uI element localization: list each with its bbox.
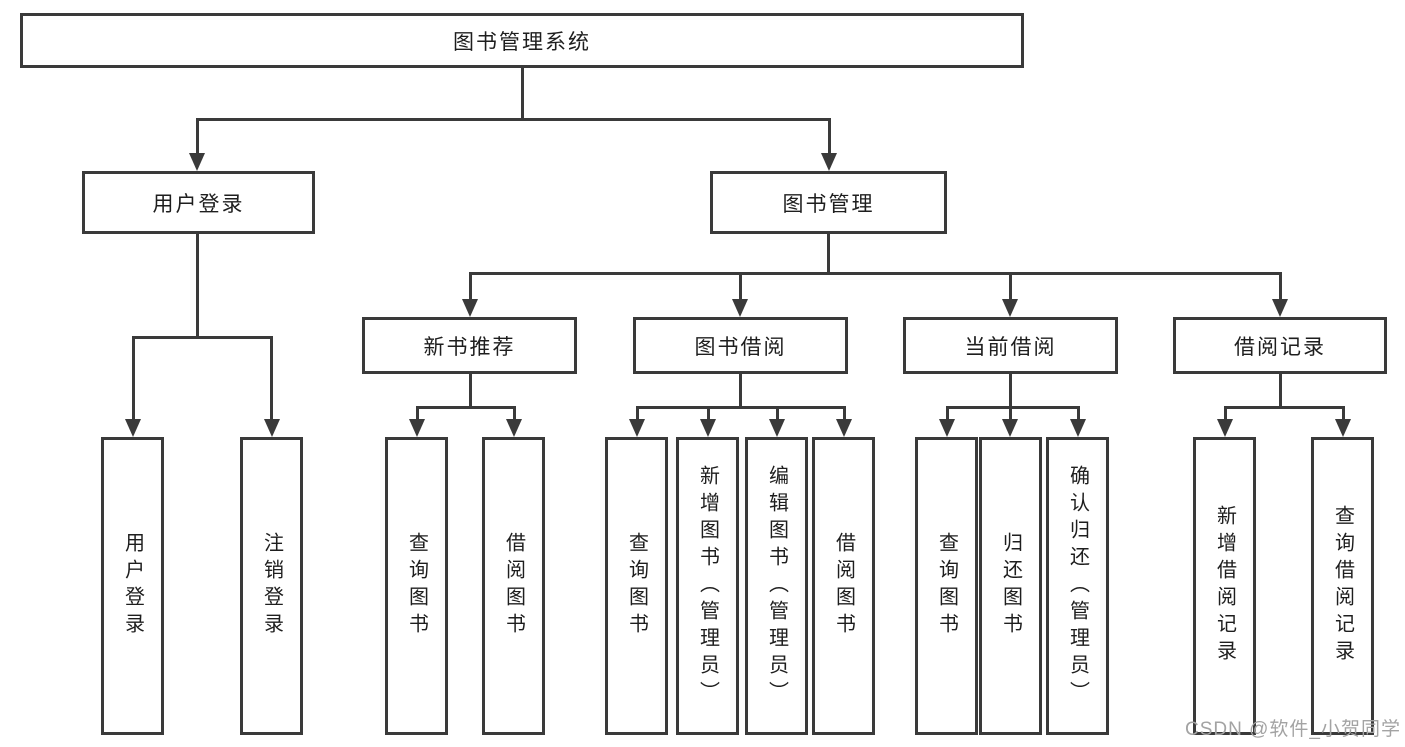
leaf-label: 用户登录 xyxy=(121,532,144,640)
arrow-down-icon xyxy=(629,419,645,437)
leaf-borrow-books-borrowing: 借阅图书 xyxy=(812,437,875,735)
leaf-edit-book-admin: 编辑图书（管理员） xyxy=(745,437,808,735)
arrow-down-icon xyxy=(821,153,837,171)
connector-root-branch xyxy=(196,118,831,121)
connector-group1-stem xyxy=(469,374,472,408)
arrow-down-icon xyxy=(1335,419,1351,437)
arrow-down-icon xyxy=(769,419,785,437)
leaf-query-books-borrowing: 查询图书 xyxy=(605,437,668,735)
arrow-down-icon xyxy=(189,153,205,171)
leaf-label: 编辑图书（管理员） xyxy=(765,464,788,708)
connector-user-group-stem xyxy=(196,234,199,338)
leaf-query-books-current: 查询图书 xyxy=(915,437,978,735)
leaf-user-login: 用户登录 xyxy=(101,437,164,735)
leaf-label: 新增图书（管理员） xyxy=(696,464,719,708)
connector-book-mgmt-drop xyxy=(828,118,831,154)
connector-group4-branch xyxy=(1224,406,1345,409)
connector-book-mgmt-branch xyxy=(469,272,1282,275)
leaf-add-book-admin: 新增图书（管理员） xyxy=(676,437,739,735)
leaf-label: 借阅图书 xyxy=(502,532,525,640)
arrow-down-icon xyxy=(506,419,522,437)
connector-group2-branch xyxy=(636,406,846,409)
leaf-label: 借阅图书 xyxy=(832,532,855,640)
leaf-label: 查询图书 xyxy=(405,532,428,640)
leaf-query-books-recommend: 查询图书 xyxy=(385,437,448,735)
connector-leaf-drop xyxy=(270,336,273,420)
node-new-book-recommend: 新书推荐 xyxy=(362,317,577,374)
connector-leaf-drop xyxy=(707,406,710,420)
node-label: 当前借阅 xyxy=(964,335,1057,359)
connector-user-group-branch xyxy=(132,336,273,339)
connector-group2-stem xyxy=(739,374,742,408)
node-book-management: 图书管理 xyxy=(710,171,947,234)
node-label: 借阅记录 xyxy=(1234,335,1326,359)
connector-leaf-drop xyxy=(1077,406,1080,420)
node-current-borrowing: 当前借阅 xyxy=(903,317,1118,374)
leaf-label: 归还图书 xyxy=(999,532,1022,640)
connector-leaf-drop xyxy=(1342,406,1345,420)
connector-leaf-drop xyxy=(1009,406,1012,420)
connector-leaf-drop xyxy=(776,406,779,420)
node-library-management-system: 图书管理系统 xyxy=(20,13,1024,68)
node-label: 新书推荐 xyxy=(423,335,516,359)
leaf-query-borrow-record: 查询借阅记录 xyxy=(1311,437,1374,735)
node-label: 图书管理系统 xyxy=(453,30,591,54)
leaf-borrow-books-recommend: 借阅图书 xyxy=(482,437,545,735)
arrow-down-icon xyxy=(732,299,748,317)
connector-l3-drop xyxy=(1009,272,1012,300)
leaf-label: 确认归还（管理员） xyxy=(1066,464,1089,708)
arrow-down-icon xyxy=(462,299,478,317)
csdn-watermark: CSDN @软件_小贺同学 xyxy=(1185,719,1401,740)
connector-group3-branch xyxy=(946,406,1080,409)
leaf-label: 新增借阅记录 xyxy=(1213,505,1236,667)
leaf-label: 查询图书 xyxy=(625,532,648,640)
node-label: 图书借阅 xyxy=(694,335,787,359)
connector-leaf-drop xyxy=(416,406,419,420)
connector-leaf-drop xyxy=(636,406,639,420)
leaf-logout: 注销登录 xyxy=(240,437,303,735)
leaf-confirm-return-admin: 确认归还（管理员） xyxy=(1046,437,1109,735)
arrow-down-icon xyxy=(1217,419,1233,437)
arrow-down-icon xyxy=(125,419,141,437)
arrow-down-icon xyxy=(836,419,852,437)
connector-leaf-drop xyxy=(513,406,516,420)
node-label: 图书管理 xyxy=(782,192,875,216)
leaf-label: 注销登录 xyxy=(260,532,283,640)
arrow-down-icon xyxy=(264,419,280,437)
leaf-label: 查询借阅记录 xyxy=(1331,505,1354,667)
connector-group4-stem xyxy=(1279,374,1282,408)
connector-leaf-drop xyxy=(946,406,949,420)
arrow-down-icon xyxy=(1070,419,1086,437)
arrow-down-icon xyxy=(409,419,425,437)
connector-leaf-drop xyxy=(843,406,846,420)
arrow-down-icon xyxy=(1272,299,1288,317)
connector-l3-drop xyxy=(1279,272,1282,300)
arrow-down-icon xyxy=(700,419,716,437)
node-user-login-group: 用户登录 xyxy=(82,171,315,234)
connector-group3-stem xyxy=(1009,374,1012,408)
node-label: 用户登录 xyxy=(152,192,245,216)
node-book-borrowing: 图书借阅 xyxy=(633,317,848,374)
arrow-down-icon xyxy=(939,419,955,437)
connector-group1-branch xyxy=(416,406,516,409)
connector-user-login-drop xyxy=(196,118,199,154)
connector-l3-drop xyxy=(739,272,742,300)
connector-leaf-drop xyxy=(132,336,135,420)
arrow-down-icon xyxy=(1002,419,1018,437)
connector-leaf-drop xyxy=(1224,406,1227,420)
leaf-add-borrow-record: 新增借阅记录 xyxy=(1193,437,1256,735)
connector-book-mgmt-stem xyxy=(827,234,830,274)
node-borrowing-records: 借阅记录 xyxy=(1173,317,1387,374)
arrow-down-icon xyxy=(1002,299,1018,317)
leaf-label: 查询图书 xyxy=(935,532,958,640)
connector-root-stem xyxy=(521,68,524,120)
leaf-return-books: 归还图书 xyxy=(979,437,1042,735)
connector-l3-drop xyxy=(469,272,472,300)
